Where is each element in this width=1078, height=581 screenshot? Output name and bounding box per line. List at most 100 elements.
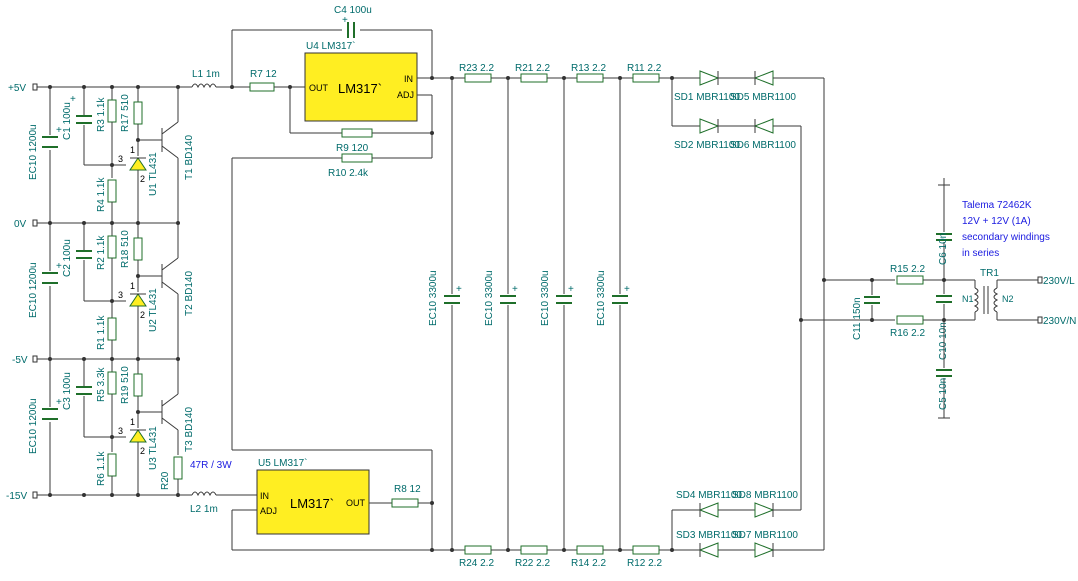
u5-ref: U5 LM317` <box>258 457 307 469</box>
svg-text:3: 3 <box>118 426 123 436</box>
r22-label: R22 2.2 <box>515 558 550 569</box>
rail-labels: +5V 0V -5V -15V <box>6 83 28 502</box>
t3-label: T3 BD140 <box>184 407 195 452</box>
u5-name: LM317` <box>290 496 334 511</box>
u4-ref: U4 LM317` <box>306 40 355 52</box>
svg-text:+: + <box>70 94 76 105</box>
r24-label: R24 2.2 <box>459 558 494 569</box>
inductor-l2: L2 1m <box>178 491 257 515</box>
top-bus: R23 2.2 R21 2.2 R13 2.2 R11 2.2 <box>445 63 672 83</box>
r10-label: R10 2.4k <box>328 168 369 179</box>
c4-label: C4 100u <box>334 5 372 16</box>
tr1-label: TR1 <box>980 268 999 279</box>
inductor-l1: L1 1m <box>191 69 250 89</box>
ec-mid-2-label: EC10 3300u <box>484 270 495 326</box>
junction-dots-left <box>48 85 180 497</box>
bottom-bus: R24 2.2 R22 2.2 R14 2.2 R12 2.2 <box>459 545 672 569</box>
r23-label: R23 2.2 <box>459 63 494 74</box>
rail-label-p5v: +5V <box>8 83 26 94</box>
r7-label: R7 12 <box>250 69 277 80</box>
u3-label: U3 TL431 <box>148 426 159 470</box>
note-line-4: in series <box>962 248 999 259</box>
svg-text:+: + <box>568 284 574 295</box>
left-small-caps: + C1 100u C2 100u C3 100u <box>62 87 92 437</box>
u5-chip <box>256 469 370 535</box>
n2-label: N2 <box>1002 294 1014 304</box>
r11-label: R11 2.2 <box>627 63 662 74</box>
sd8-label: SD8 MBR1100 <box>732 490 798 501</box>
rail-label-0v: 0V <box>14 219 27 230</box>
sd7-label: SD7 MBR1100 <box>732 530 798 541</box>
r2-label: R2 1.1k <box>96 235 107 270</box>
bd140-transistors: T1 BD140 T2 BD140 T3 BD140 47R / 3W R20 <box>138 87 232 495</box>
r4-label: R4 1.1k <box>96 177 107 212</box>
u4-chip <box>304 52 418 122</box>
r3-label: R3 1.1k <box>96 97 107 132</box>
ec-mid-3-label: EC10 3300u <box>540 270 551 326</box>
n1-label: N1 <box>962 294 974 304</box>
ac-bus: C11 150n R15 2.2 R16 2.2 C6 10n C10 10n … <box>799 78 975 550</box>
svg-text:+: + <box>624 284 630 295</box>
rectifier-top: SD1 MBR1100 SD5 MBR1100 SD2 MBR1100 SD6 … <box>670 70 824 151</box>
svg-text:3: 3 <box>118 290 123 300</box>
r13-label: R13 2.2 <box>571 63 606 74</box>
svg-text:OUT: OUT <box>309 83 329 93</box>
svg-text:3: 3 <box>118 154 123 164</box>
rectifier-bottom: SD4 MBR1100 SD8 MBR1100 SD3 MBR1100 SD7 … <box>670 490 824 558</box>
u5-regulator: LM317` U5 LM317` IN ADJ OUT R8 12 <box>231 449 465 552</box>
svg-text:+: + <box>512 284 518 295</box>
r20-note: 47R / 3W <box>190 460 232 471</box>
svg-text:2: 2 <box>140 446 145 456</box>
u4-name: LM317` <box>338 81 382 96</box>
r16-label: R16 2.2 <box>890 328 925 339</box>
svg-text:+: + <box>56 125 62 136</box>
left-divider-resistors: R3 1.1k R4 1.1k R17 510 R2 1.1k R18 510 … <box>84 87 143 495</box>
svg-text:1: 1 <box>130 145 135 155</box>
svg-text:IN: IN <box>260 491 269 501</box>
r5-label: R5 3.3k <box>96 367 107 402</box>
sd3-label: SD3 MBR1100 <box>676 530 742 541</box>
svg-text:+: + <box>342 15 348 26</box>
r8-label: R8 12 <box>394 484 421 495</box>
u4-regulator: LM317` U4 LM317` OUT IN ADJ + C4 100u R9… <box>230 5 445 450</box>
rail-label-m5v: -5V <box>12 355 28 366</box>
left-electrolytics: + + + EC10 1200u EC10 1200u EC10 1200u <box>28 87 62 495</box>
u2-label: U2 TL431 <box>148 288 159 332</box>
r17-label: R17 510 <box>120 94 131 132</box>
r6-label: R6 1.1k <box>96 451 107 486</box>
c11-label: C11 150n <box>852 297 863 340</box>
svg-text:+: + <box>56 397 62 408</box>
tl431-shunts: 3 1 2 U1 TL431 3 1 2 U2 TL431 3 1 2 U3 T… <box>118 145 159 495</box>
sd6-label: SD6 MBR1100 <box>730 140 796 151</box>
l1-label: L1 1m <box>192 69 220 80</box>
sd1-label: SD1 MBR1100 <box>674 92 740 103</box>
r21-label: R21 2.2 <box>515 63 550 74</box>
t1-label: T1 BD140 <box>184 135 195 180</box>
ec-mid-4-label: EC10 3300u <box>596 270 607 326</box>
c1-label: C1 100u <box>62 102 73 140</box>
svg-text:ADJ: ADJ <box>260 506 277 516</box>
svg-text:1: 1 <box>130 281 135 291</box>
ec-mid-1-label: EC10 3300u <box>428 270 439 326</box>
r18-label: R18 510 <box>120 230 131 268</box>
svg-text:+: + <box>456 284 462 295</box>
rail-label-m15v: -15V <box>6 491 27 502</box>
t2-label: T2 BD140 <box>184 271 195 316</box>
c2-label: C2 100u <box>62 239 73 277</box>
r15-label: R15 2.2 <box>890 264 925 275</box>
r1-label: R1 1.1k <box>96 315 107 350</box>
c6-label: C6 10n <box>938 233 949 265</box>
r19-label: R19 510 <box>120 366 131 404</box>
r12-label: R12 2.2 <box>627 558 662 569</box>
sd4-label: SD4 MBR1100 <box>676 490 742 501</box>
ac-line-label: 230V/L <box>1043 276 1075 287</box>
l2-label: L2 1m <box>190 504 218 515</box>
ac-neutral-label: 230V/N <box>1043 316 1076 327</box>
ec-left-2-label: EC10 1200u <box>28 262 39 318</box>
svg-text:1: 1 <box>130 417 135 427</box>
note-line-1: Talema 72462K <box>962 200 1032 211</box>
r7-resistor: R7 12 <box>249 69 305 92</box>
svg-text:ADJ: ADJ <box>397 90 414 100</box>
r20-label: R20 <box>160 471 171 490</box>
